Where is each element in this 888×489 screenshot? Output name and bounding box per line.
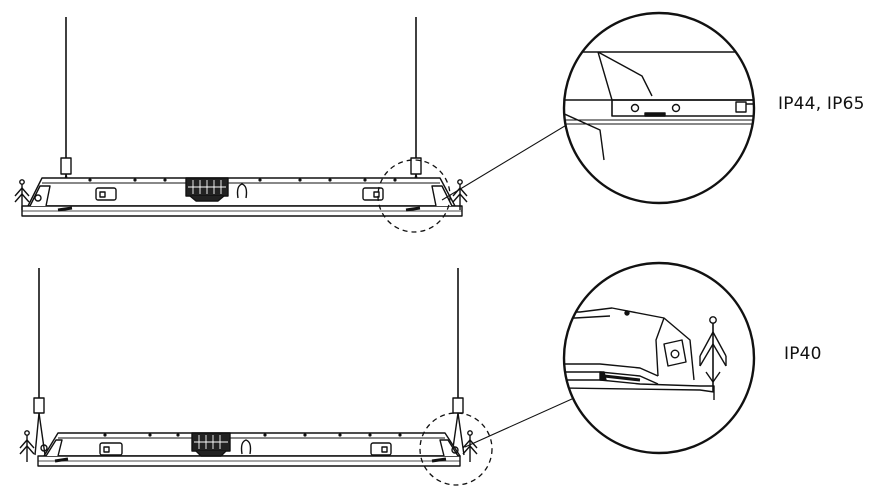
fixture-top (14, 17, 468, 217)
fixture-bottom (19, 268, 478, 467)
cable-hook (240, 439, 252, 455)
cable-hook (236, 183, 248, 199)
detail-magnifier-bottom (562, 261, 756, 455)
cable-gripper-left (60, 157, 72, 175)
end-fastener-right (452, 179, 468, 210)
luminaire-housing (27, 177, 456, 207)
terminal-block (191, 432, 231, 457)
cable-gripper-right (452, 397, 464, 414)
rivets (88, 178, 397, 182)
end-fastener-left (19, 430, 35, 462)
clip-slot-right (370, 442, 392, 456)
end-fastener-left (14, 179, 30, 210)
detail-marker-top (377, 159, 451, 233)
detail-marker-bottom (419, 412, 493, 486)
detail-magnifier-top (562, 11, 756, 205)
clip-slot-left (99, 442, 123, 456)
terminal-block (185, 177, 229, 202)
clip-slot-left (95, 187, 117, 201)
ip-rating-label-top: IP44, IP65 (778, 94, 865, 114)
cable-gripper-left (33, 397, 45, 414)
end-fastener-right (462, 430, 478, 462)
ip-rating-label-bottom: IP40 (784, 344, 822, 364)
rivets (103, 433, 402, 437)
clip-slot-right (362, 187, 384, 201)
